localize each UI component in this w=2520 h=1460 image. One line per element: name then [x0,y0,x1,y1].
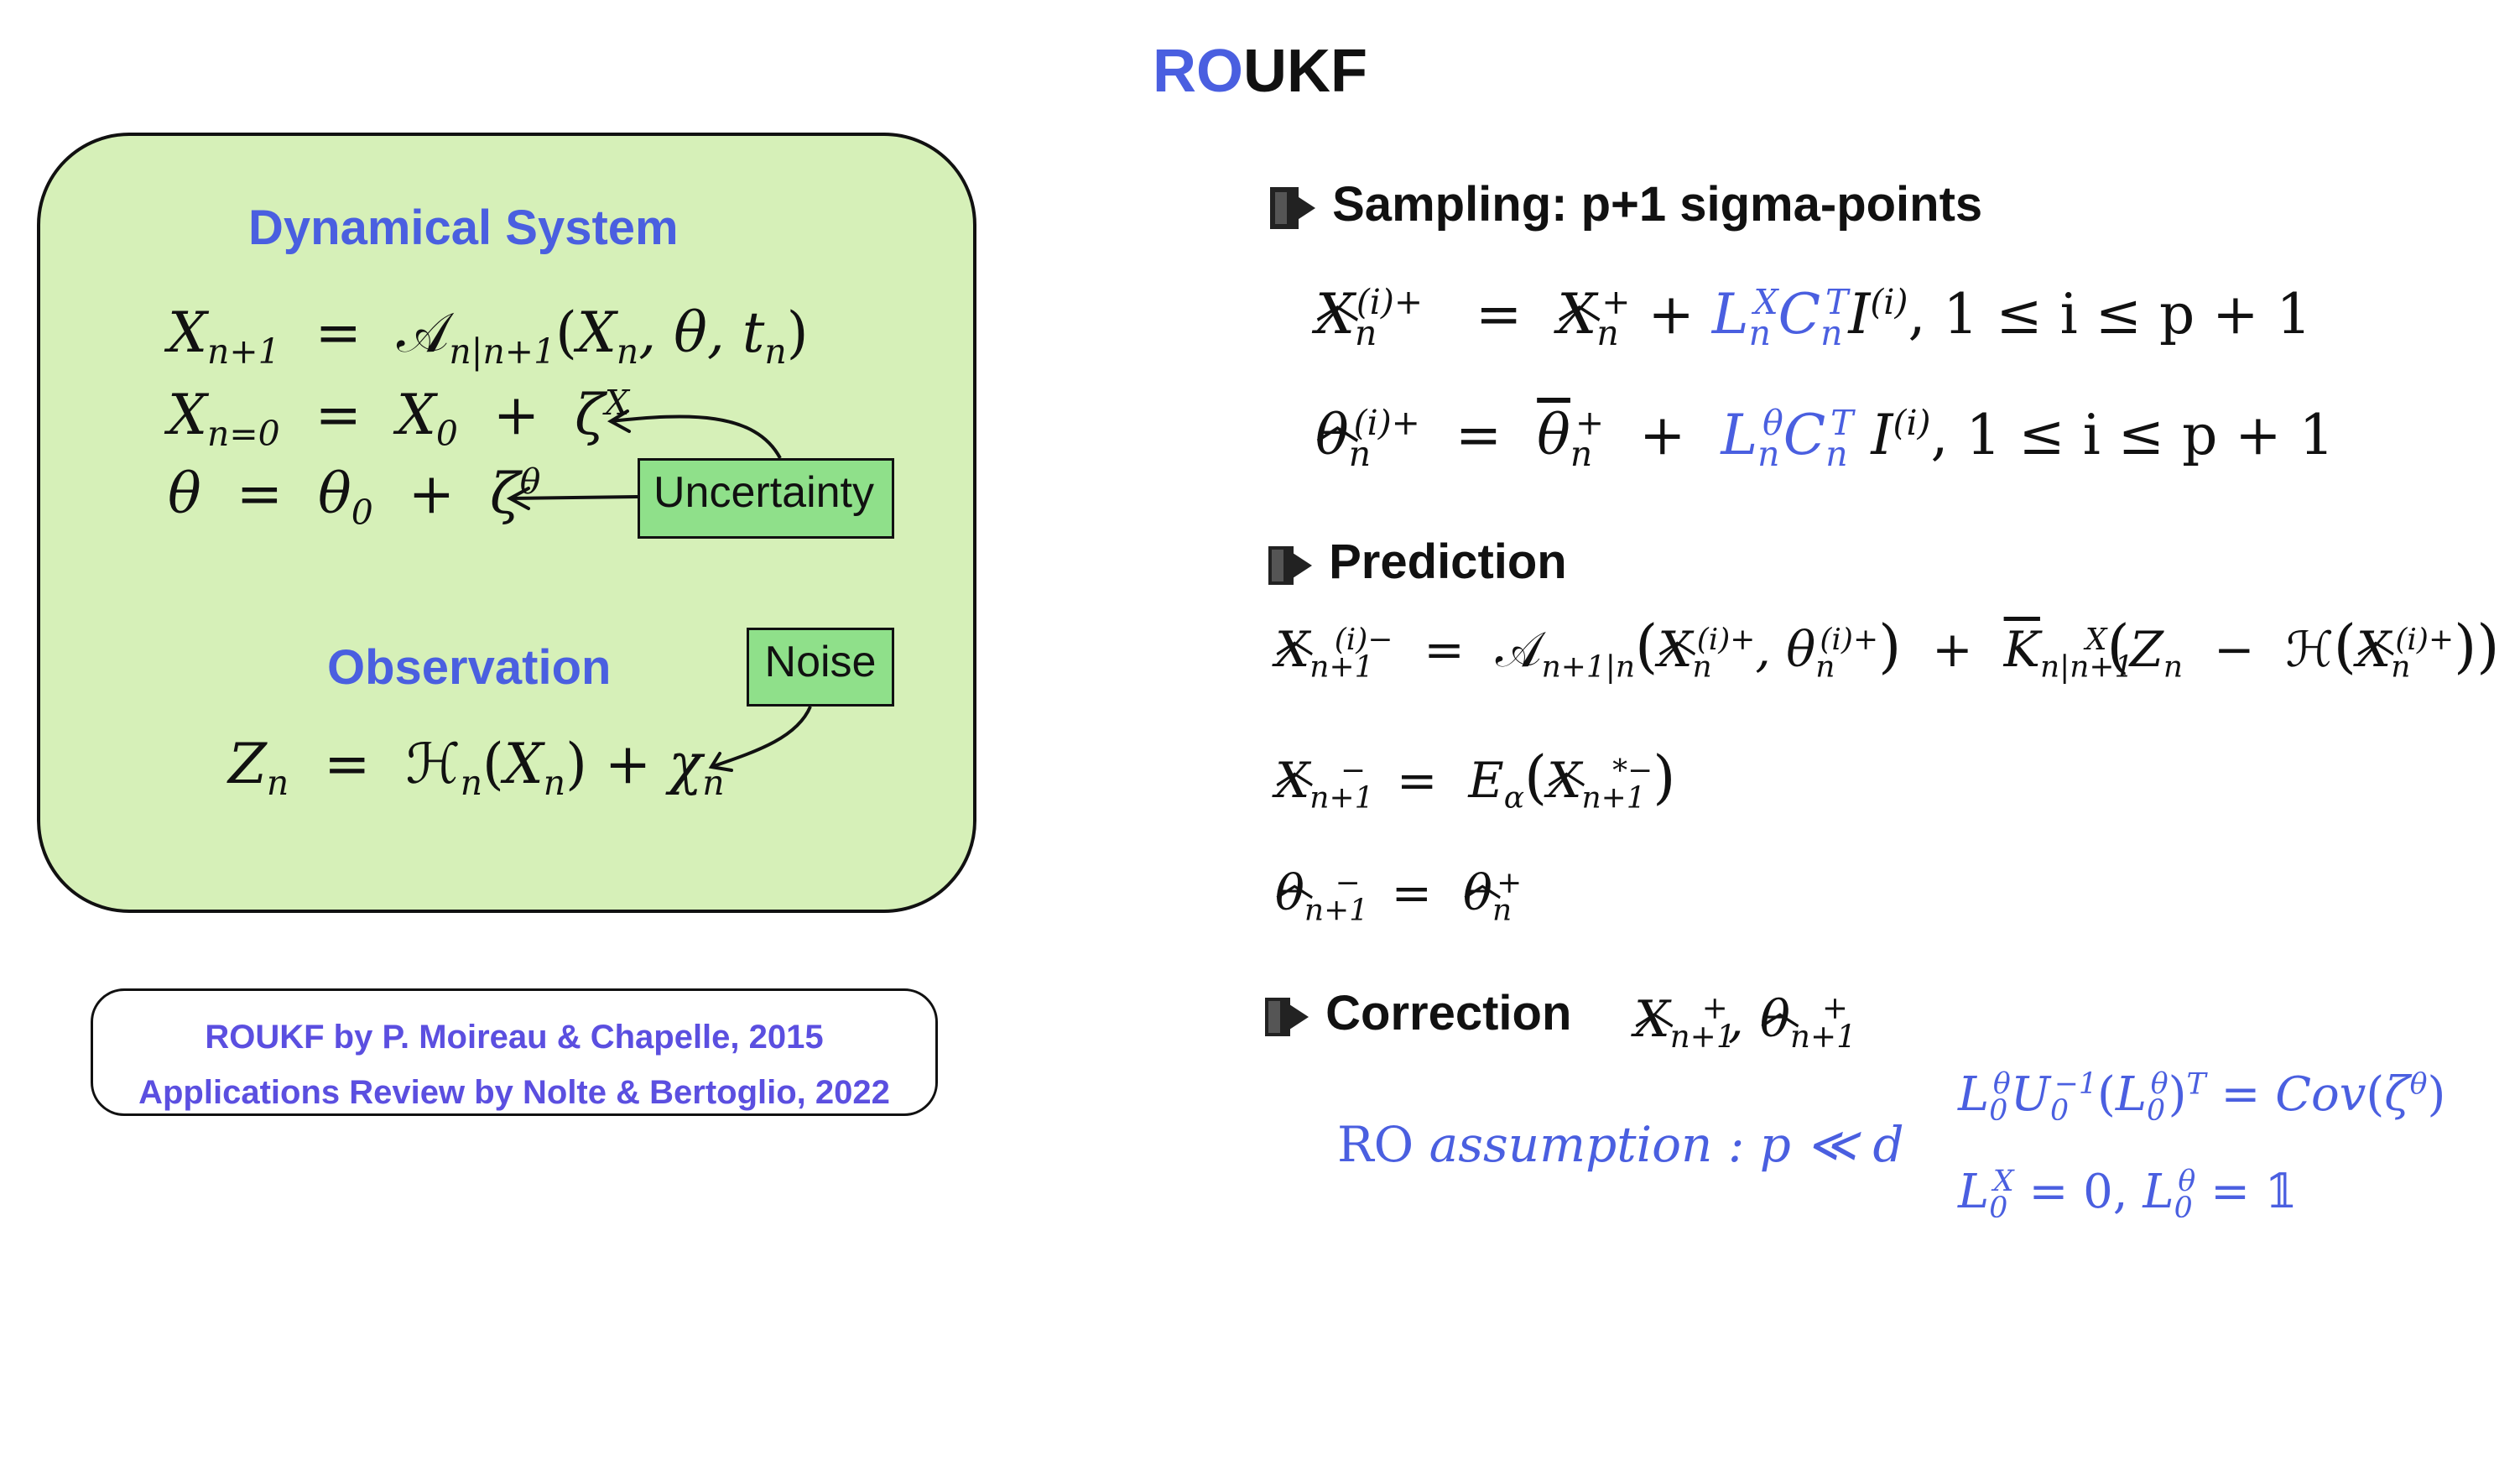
prediction-step: Prediction [1265,534,1567,590]
parameter-equation: θ = θ0 + ζθ [168,461,541,534]
correction-estimates: X︿n+1+, θ︿n+1+ [1634,987,1856,1055]
noise-to-chi-arrow [711,706,812,769]
page-title: ROUKF [0,37,2520,106]
ro-assumption-text: assumption : p ≪ d [1429,1116,1904,1173]
sampling-heading: Sampling: p+1 sigma-points [1332,177,1983,232]
sampling-range-1: , 1 ≤ i ≤ p + 1 [1908,282,2312,347]
step-arrow-icon [1270,186,1315,229]
uncertainty-label: Uncertainty [638,458,894,539]
sigma-point-parameter-equation: θ︿n(i)+ = θn+ + LnθCnT I(i), 1 ≤ i ≤ p +… [1315,399,2335,475]
observation-heading: Observation [327,640,612,695]
dynamical-system-heading: Dynamical System [248,201,679,255]
sampling-range-2: , 1 ≤ i ≤ p + 1 [1930,403,2335,467]
ro-label: RO [1337,1116,1414,1173]
ro-assumption: RO assumption : p ≪ d [1337,1116,1904,1173]
sigma-point-state-equation: X︿n(i)+ = X︿n+ + LnXCnTI(i), 1 ≤ i ≤ p +… [1315,278,2312,354]
reference-roukf: ROUKF by P. Moireau & Chapelle, 2015 [205,1019,824,1056]
prediction-mean-state-equation: X︿n+1− = Eα(X︿n+1*−) [1275,743,1676,816]
cov-label: = Cov [2221,1067,2366,1122]
prediction-parameter-equation: θ︿n+1− = θ︿n+ [1275,860,1523,928]
init-zero: = 0, [2028,1165,2128,1219]
references-box: ROUKF by P. Moireau & Chapelle, 2015 App… [91,988,938,1116]
noise-label: Noise [747,628,894,707]
observation-equation: Zn = ℋn(Xn) + χn [228,732,725,804]
step-arrow-icon [1268,545,1312,585]
uncertainty-to-zetaX-arrow [610,415,782,459]
uncertainty-to-zetatheta-arrow [509,495,638,500]
correction-heading: Correction [1325,986,1572,1040]
sampling-step: Sampling: p+1 sigma-points [1268,176,1982,232]
initial-sensitivity-equation: L0X = 0, L0θ = 𝟙 [1958,1165,2298,1226]
state-equation: Xn+1 = 𝒜n|n+1(Xn, θ, tn) [168,300,809,373]
covariance-equation: L0θU0−1(L0θ)T = Cov(ζθ) [1958,1067,2446,1129]
prediction-state-equation: X︿n+1(i)− = 𝒜n+1|n(X︿n(i)+, θn(i)+) + Kn… [1275,613,2500,685]
reference-review: Applications Review by Nolte & Bertoglio… [138,1074,890,1111]
step-arrow-icon [1265,997,1309,1036]
title-ukf: UKF [1243,38,1367,105]
init-identity: = 𝟙 [2210,1165,2298,1219]
title-ro: RO [1153,38,1243,105]
correction-step: Correction [1262,985,1571,1041]
prediction-heading: Prediction [1329,534,1567,589]
